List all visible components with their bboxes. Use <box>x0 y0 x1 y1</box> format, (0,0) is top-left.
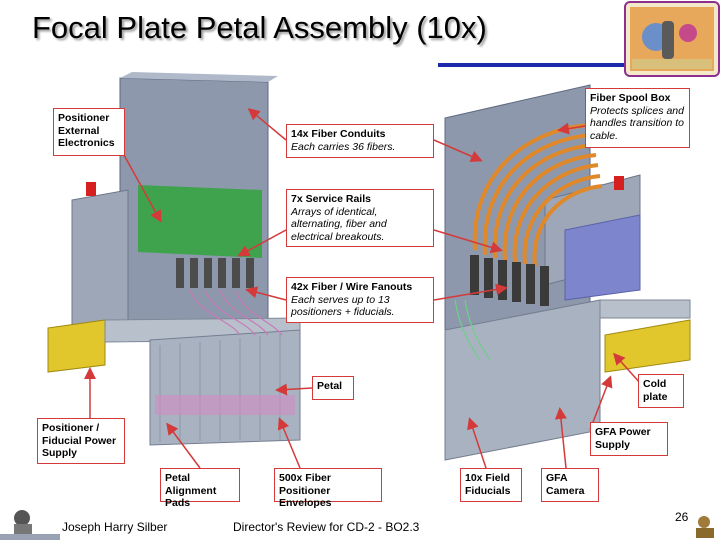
callout-petal: Petal <box>312 376 354 400</box>
title-underline <box>438 63 624 67</box>
callout-power-supply: Positioner / Fiducial Power Supply <box>37 418 125 464</box>
slide-title: Focal Plate Petal Assembly (10x) <box>32 10 487 45</box>
callout-label: 42x Fiber / Wire Fanouts <box>291 281 413 293</box>
callout-label: Positioner / Fiducial Power Supply <box>42 422 117 459</box>
callout-description: Each serves up to 13 positioners + fiduc… <box>291 293 395 319</box>
callout-fiber-spool-box: Fiber Spool Box Protects splices and han… <box>585 88 690 148</box>
callout-cold-plate: Cold plate <box>638 374 684 408</box>
footer-author: Joseph Harry Silber <box>62 520 168 534</box>
callout-label: 7x Service Rails <box>291 193 371 205</box>
callout-label: 14x Fiber Conduits <box>291 128 386 140</box>
callout-label: Cold plate <box>643 378 668 403</box>
callout-label: Fiber Spool Box <box>590 92 671 104</box>
callout-fiber-conduits: 14x Fiber Conduits Each carries 36 fiber… <box>286 124 434 158</box>
callout-description: Protects splices and handles transition … <box>590 104 684 142</box>
callout-label: GFA Camera <box>546 472 585 497</box>
callout-gfa-camera: GFA Camera <box>541 468 599 502</box>
footer-cartoon-left <box>0 510 60 540</box>
callout-fanouts: 42x Fiber / Wire Fanouts Each serves up … <box>286 277 434 323</box>
footer-cartoon-right <box>696 516 714 538</box>
callout-description: Each carries 36 fibers. <box>291 140 396 153</box>
footer-event: Director's Review for CD-2 - BO2.3 <box>233 520 420 534</box>
callout-positioner-electronics: Positioner External Electronics <box>53 108 125 156</box>
callout-label: Petal Alignment Pads <box>165 472 217 509</box>
callout-label: 500x Fiber Positioner Envelopes <box>279 472 332 509</box>
callout-label: GFA Power Supply <box>595 426 651 451</box>
callout-service-rails: 7x Service Rails Arrays of identical, al… <box>286 189 434 247</box>
callout-positioner-envelopes: 500x Fiber Positioner Envelopes <box>274 468 382 509</box>
page-number: 26 <box>675 510 689 524</box>
callout-label: 10x Field Fiducials <box>465 472 511 497</box>
callout-field-fiducials: 10x Field Fiducials <box>460 468 522 502</box>
callout-label: Positioner External Electronics <box>58 112 115 149</box>
callout-label: Petal <box>317 380 343 392</box>
callout-description: Arrays of identical, alternating, fiber … <box>291 205 387 243</box>
callout-gfa-power-supply: GFA Power Supply <box>590 422 668 456</box>
callout-alignment-pads: Petal Alignment Pads <box>160 468 240 509</box>
project-logo <box>624 1 720 77</box>
